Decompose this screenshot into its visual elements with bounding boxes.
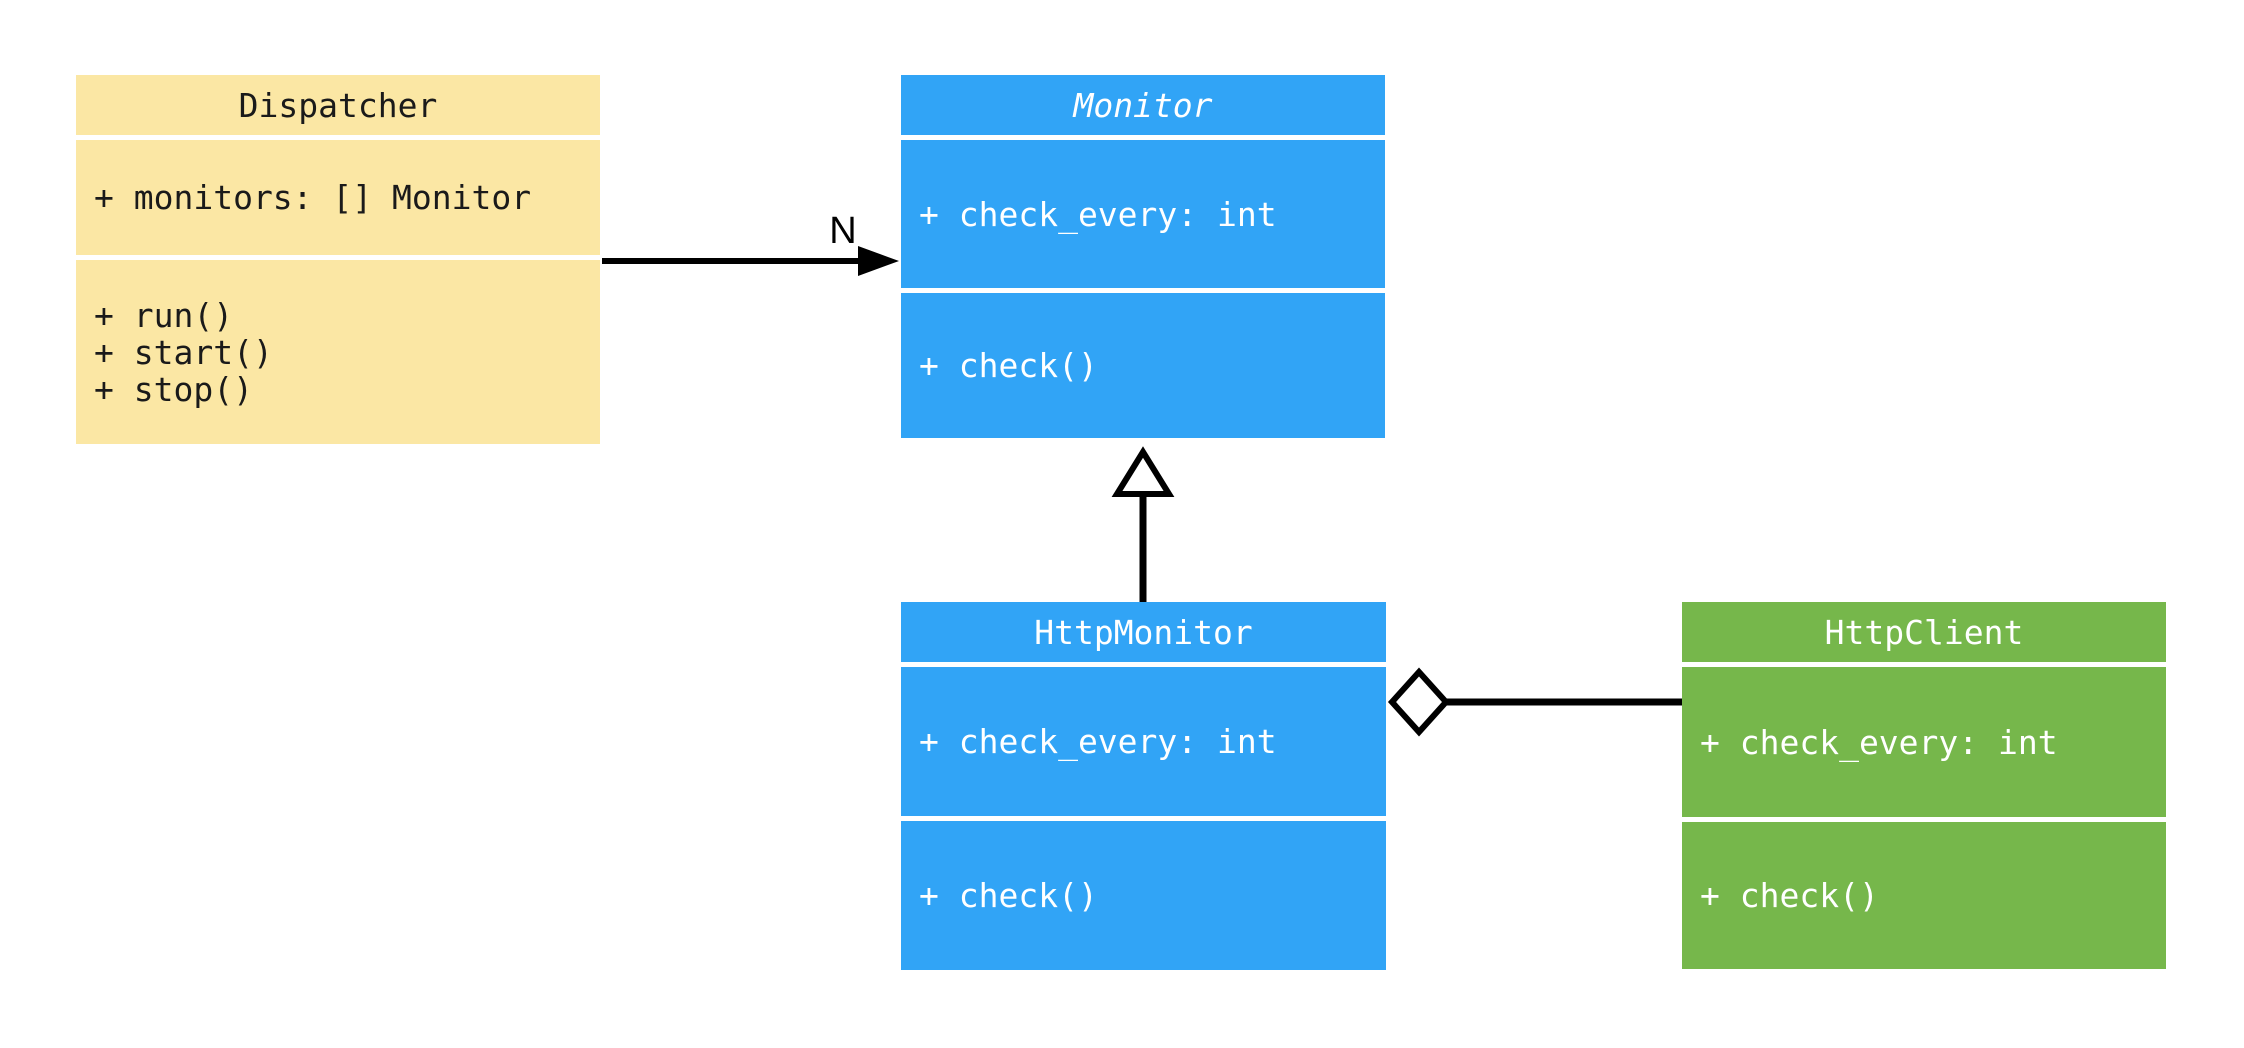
class-title-httpclient: HttpClient — [1682, 602, 2166, 662]
class-attributes-httpmonitor: + check_every: int — [901, 667, 1386, 816]
method-line: + start() — [94, 332, 273, 372]
attribute-line: + check_every: int — [919, 722, 1277, 761]
method-line: + check() — [919, 876, 1098, 915]
class-title-dispatcher: Dispatcher — [76, 75, 600, 135]
inheritance-arrow-httpmonitor-monitor — [1111, 446, 1175, 602]
association-arrow-dispatcher-monitor: N — [602, 210, 899, 276]
class-methods-httpmonitor: + check() — [901, 821, 1386, 970]
aggregation-connector-httpmonitor-httpclient — [1387, 667, 1682, 737]
class-box-monitor: Monitor + check_every: int + check() — [901, 75, 1385, 438]
attribute-line: + monitors: [] Monitor — [94, 178, 532, 217]
method-line: + stop() — [94, 369, 253, 409]
class-box-httpclient: HttpClient + check_every: int + check() — [1682, 602, 2166, 969]
class-box-dispatcher: Dispatcher + monitors: [] Monitor + run(… — [76, 75, 600, 444]
attribute-line: + check_every: int — [1700, 722, 2058, 762]
class-attributes-monitor: + check_every: int — [901, 140, 1385, 288]
class-methods-httpclient: + check() — [1682, 822, 2166, 969]
class-attributes-httpclient: + check_every: int — [1682, 667, 2166, 817]
class-methods-dispatcher: + run() + start() + stop() — [76, 260, 600, 444]
method-line: + run() — [94, 295, 234, 335]
class-attributes-dispatcher: + monitors: [] Monitor — [76, 140, 600, 255]
class-methods-monitor: + check() — [901, 293, 1385, 438]
method-line: + check() — [919, 346, 1098, 385]
method-line: + check() — [1700, 876, 1879, 915]
class-title-monitor: Monitor — [901, 75, 1385, 135]
class-box-httpmonitor: HttpMonitor + check_every: int + check() — [901, 602, 1386, 970]
class-title-httpmonitor: HttpMonitor — [901, 602, 1386, 662]
multiplicity-label: N — [829, 210, 856, 252]
attribute-line: + check_every: int — [919, 194, 1277, 234]
